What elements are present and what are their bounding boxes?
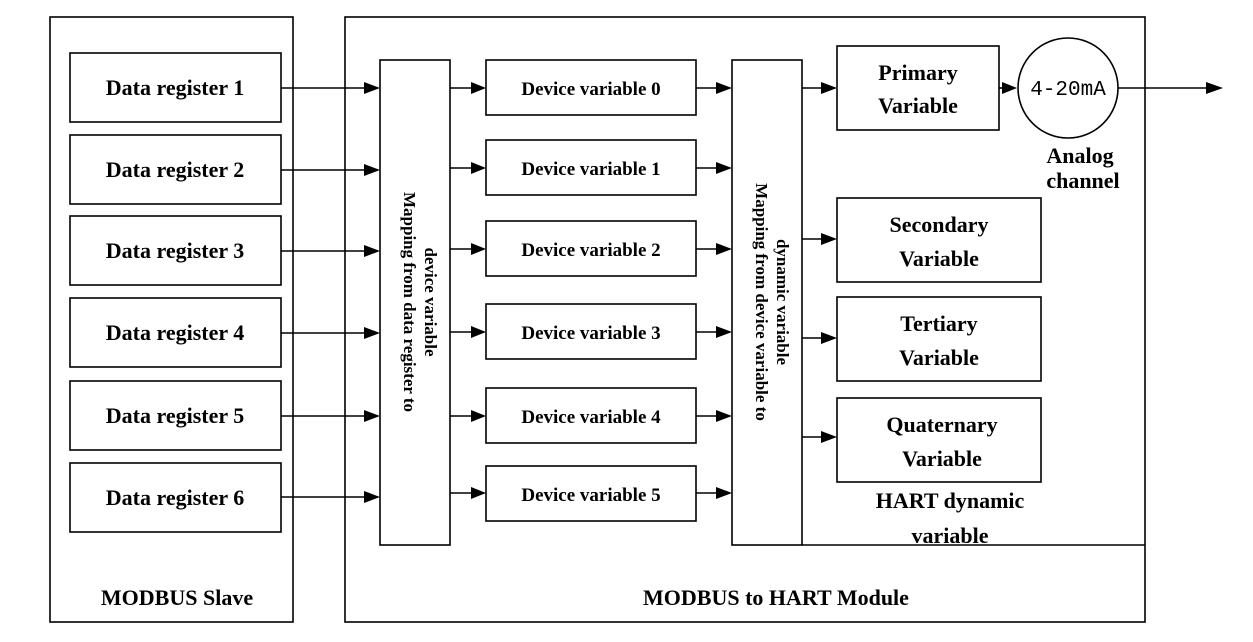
register-arrows [281,82,380,503]
primary-variable-line1: Primary [878,60,957,85]
device-var-arrows [696,82,732,499]
mapping1-arrows [450,82,486,499]
analog-channel: 4-20mA [1017,37,1119,139]
register-2-label: Data register 2 [106,157,244,182]
register-3-label: Data register 3 [106,238,244,263]
mapping2-line2: dynamic variable [773,239,792,366]
mapping1-line1: Mapping from data register to [400,192,419,412]
device-variable-0: Device variable 0 [485,59,697,116]
module-title: MODBUS to HART Module [643,585,909,610]
output-arrowhead [1206,82,1223,94]
device-variable-2-label: Device variable 2 [521,240,660,261]
tertiary-variable-line2: Variable [899,345,979,370]
hart-label-line2: variable [912,523,989,548]
quaternary-variable-line1: Quaternary [886,412,997,437]
quaternary-variable: Quaternary Variable [836,397,1042,483]
device-variable-3: Device variable 3 [485,303,697,360]
analog-label-line2: channel [1046,168,1119,193]
register-6: Data register 6 [69,462,282,533]
device-variable-1-label: Device variable 1 [521,159,660,180]
primary-to-analog-arrowhead [1002,82,1017,94]
primary-variable: Primary Variable [836,45,1000,131]
device-variable-4-label: Device variable 4 [521,407,661,428]
device-variable-5: Device variable 5 [485,465,697,522]
secondary-variable-line1: Secondary [890,212,989,237]
device-variable-0-label: Device variable 0 [521,79,660,100]
device-variable-1: Device variable 1 [485,139,697,196]
modbus-slave-title: MODBUS Slave [101,585,253,610]
device-variable-3-label: Device variable 3 [521,323,660,344]
mapping-register-to-device: Mapping from data register to device var… [379,59,451,546]
hart-label-line1: HART dynamic [876,488,1025,513]
register-3: Data register 3 [69,215,282,286]
quaternary-variable-line2: Variable [902,446,982,471]
mapping2-arrows [802,82,837,443]
register-5: Data register 5 [69,380,282,451]
register-1: Data register 1 [69,52,282,123]
primary-variable-line2: Variable [878,93,958,118]
device-variable-4: Device variable 4 [485,387,697,444]
tertiary-variable-line1: Tertiary [900,311,977,336]
register-4: Data register 4 [69,297,282,368]
register-5-label: Data register 5 [106,403,244,428]
register-2: Data register 2 [69,134,282,205]
mapping2-line1: Mapping from device variable to [752,183,771,421]
register-1-label: Data register 1 [106,75,244,100]
analog-label-line1: Analog [1046,143,1113,168]
mapping-device-to-dynamic: Mapping from device variable to dynamic … [731,59,803,546]
device-variable-2: Device variable 2 [485,220,697,277]
mapping1-line2: device variable [421,247,440,357]
tertiary-variable: Tertiary Variable [836,296,1042,382]
analog-signal-label: 4-20mA [1030,79,1106,102]
register-6-label: Data register 6 [106,485,244,510]
register-4-label: Data register 4 [106,320,244,345]
device-variable-5-label: Device variable 5 [521,485,660,506]
secondary-variable-line2: Variable [899,246,979,271]
secondary-variable: Secondary Variable [836,197,1042,283]
